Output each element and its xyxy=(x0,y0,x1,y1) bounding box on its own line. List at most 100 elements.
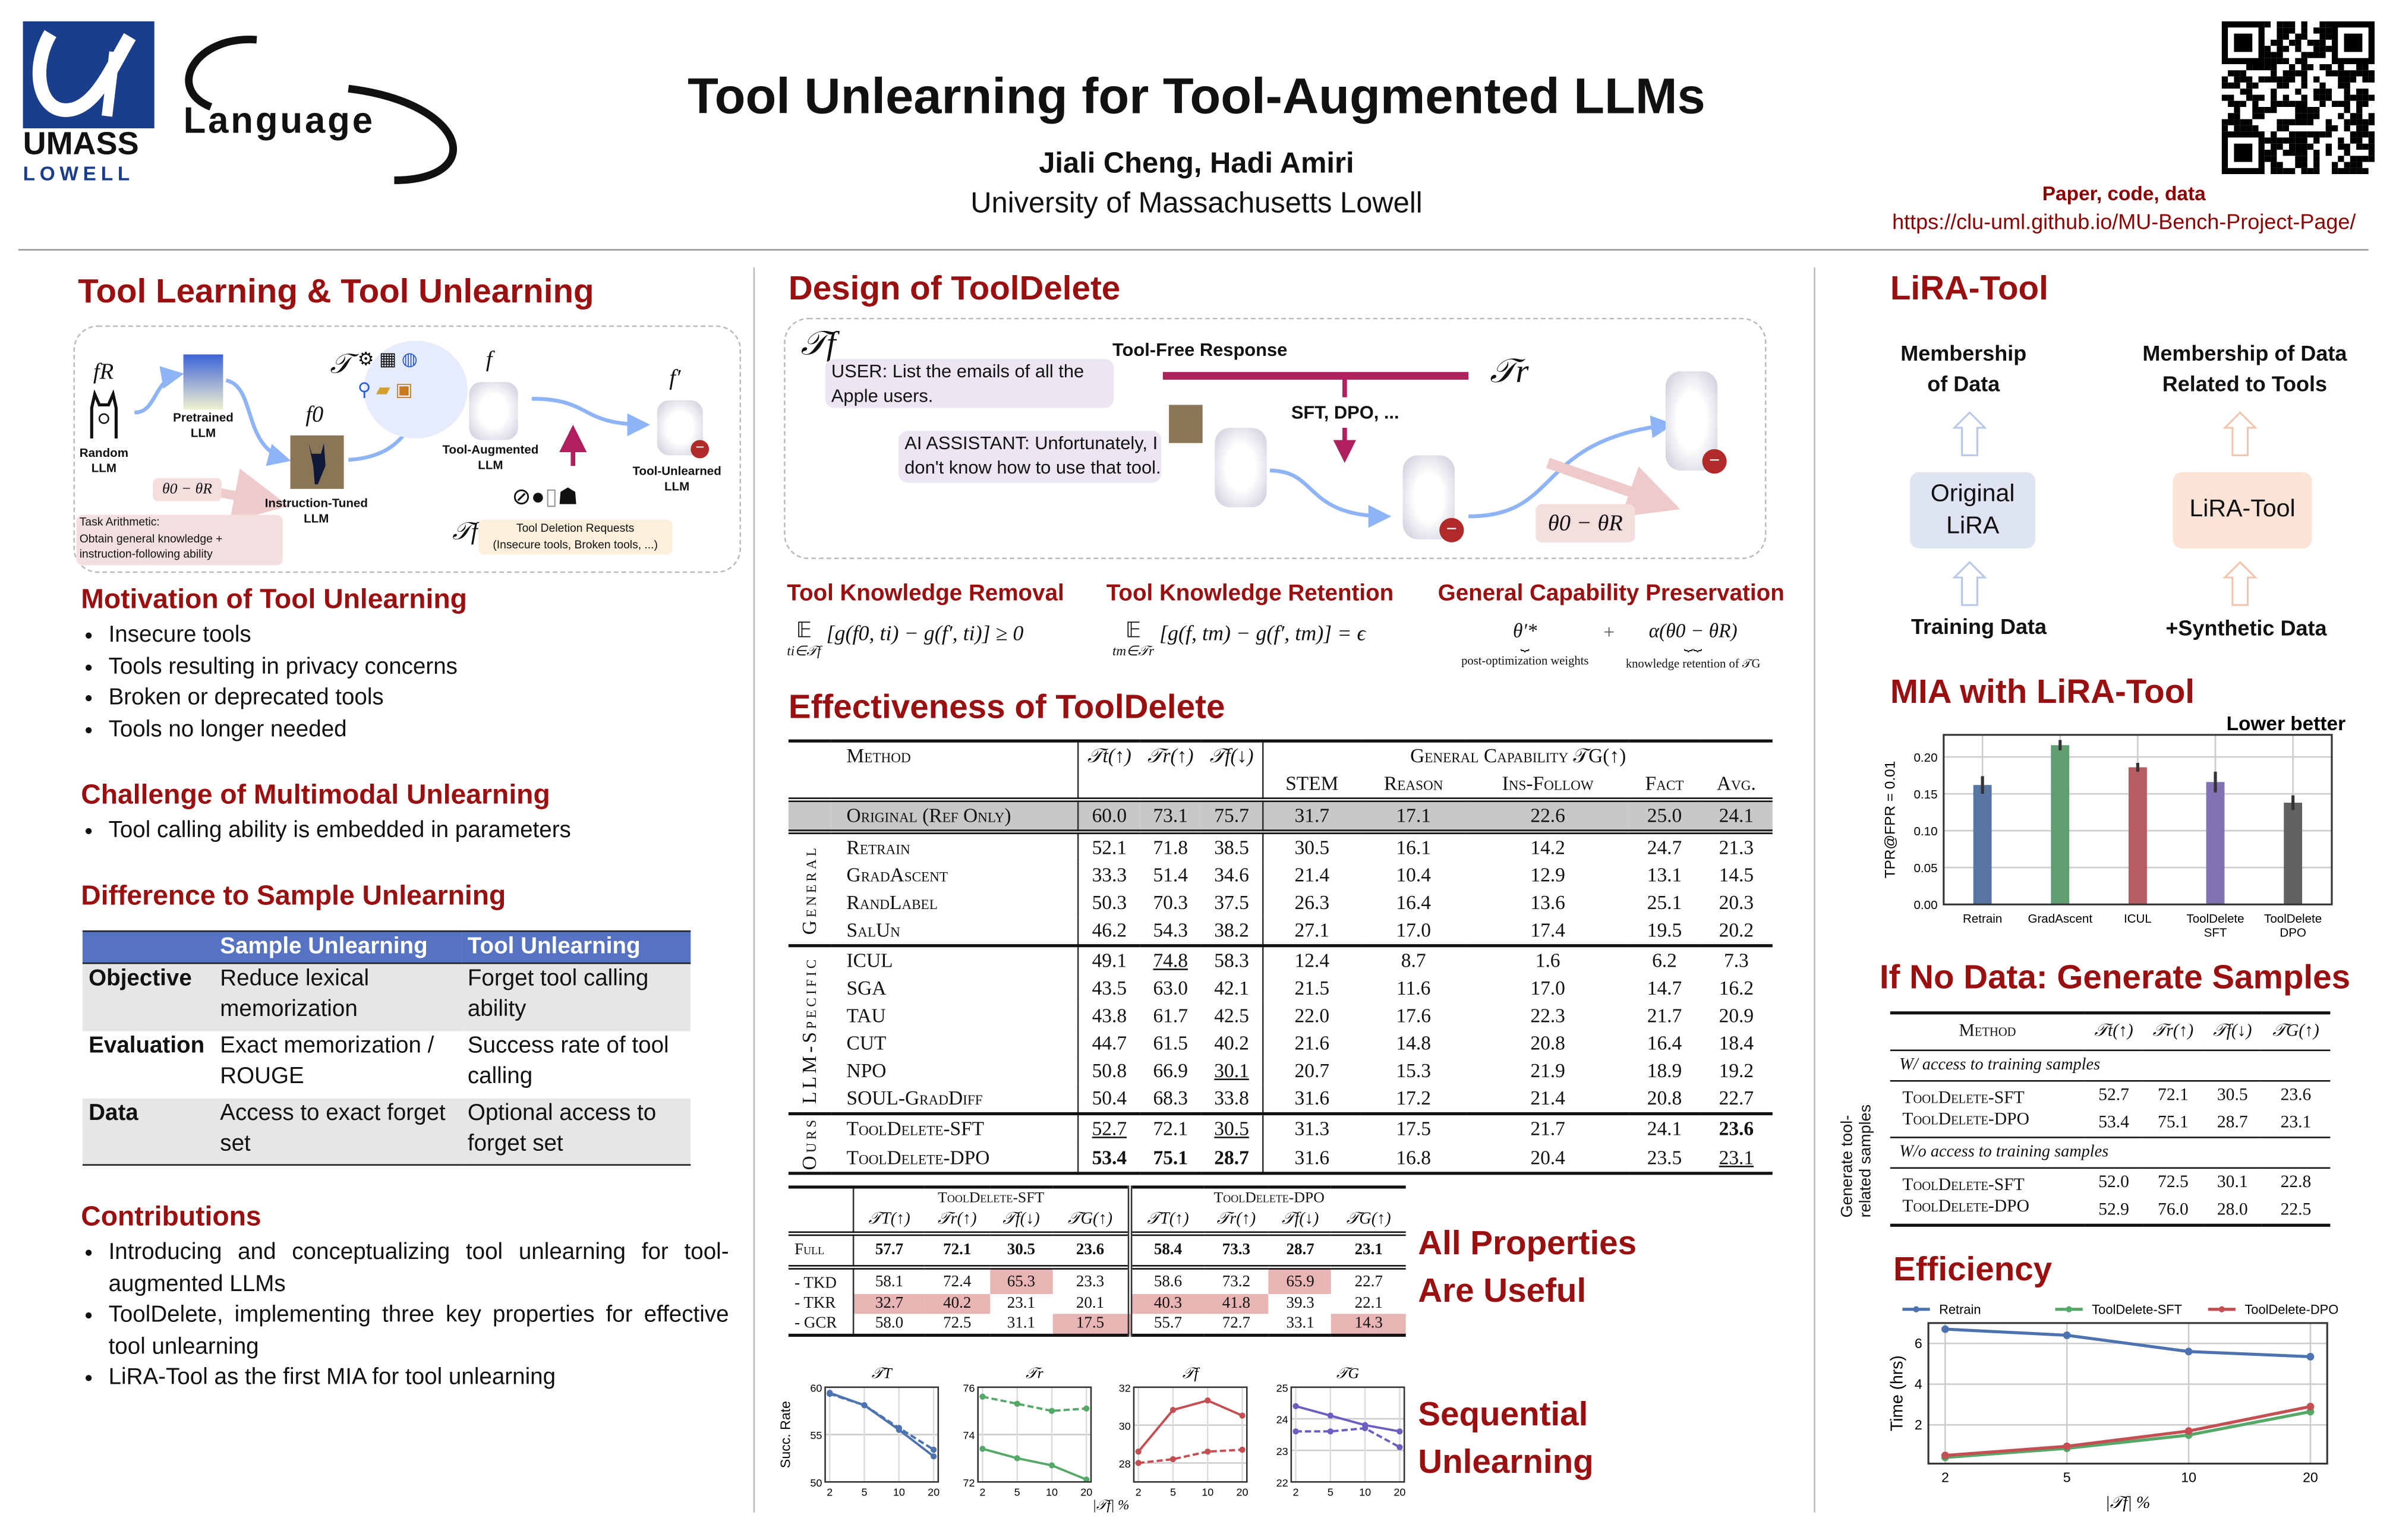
qr-module xyxy=(2252,100,2259,107)
qr-module xyxy=(2282,149,2289,156)
x-tick-label: 5 xyxy=(1328,1486,1333,1498)
column-header: 𝒯r(↑) xyxy=(1216,1210,1256,1229)
table-row: Objective Reduce lexical memorization Fo… xyxy=(82,963,691,1031)
qr-module xyxy=(2368,143,2375,150)
qr-module xyxy=(2295,131,2302,138)
design-tf-symbol: 𝒯f xyxy=(800,324,836,362)
pretrained-llm-image xyxy=(183,354,223,410)
qr-module xyxy=(2277,76,2283,83)
property-title: Tool Knowledge Removal xyxy=(787,580,1064,607)
property-title: General Capability Preservation xyxy=(1437,580,1785,607)
x-tick-label: 2 xyxy=(1941,1469,1949,1485)
qr-module xyxy=(2356,64,2363,71)
column-header: Fact xyxy=(1645,771,1684,795)
qr-code[interactable] xyxy=(2219,21,2379,175)
value-cell: 16.1 xyxy=(1396,835,1431,859)
qr-module xyxy=(2356,70,2363,77)
qr-module xyxy=(2362,143,2369,150)
value-cell: 71.8 xyxy=(1153,835,1188,859)
qr-module xyxy=(2282,100,2289,107)
data-point xyxy=(1169,1406,1177,1413)
qr-module xyxy=(2338,137,2344,144)
qr-module xyxy=(2301,149,2307,156)
x-tick-label: 20 xyxy=(1394,1486,1405,1498)
data-point xyxy=(979,1446,986,1452)
data-point xyxy=(1135,1449,1142,1455)
qr-module xyxy=(2295,89,2302,95)
qr-module xyxy=(2325,70,2332,77)
up-arrow-icon xyxy=(2222,411,2258,456)
qr-module xyxy=(2319,89,2326,95)
x-tick-label: 5 xyxy=(1014,1486,1020,1498)
value-cell: 75.1 xyxy=(1153,1145,1188,1169)
data-point xyxy=(1239,1446,1246,1453)
qr-module xyxy=(2264,76,2271,83)
unlearning-llm-image: − xyxy=(1402,455,1464,542)
x-tick-label: 10 xyxy=(1046,1486,1058,1498)
value-cell: 58.3 xyxy=(1214,948,1249,972)
value-cell: 19.5 xyxy=(1647,918,1682,941)
series-line-solid xyxy=(982,1447,1087,1481)
legend-label: ToolDelete-SFT xyxy=(2092,1302,2182,1317)
umass-logo: UMASS LOWELL xyxy=(23,21,155,185)
plot-frame xyxy=(1290,1386,1405,1483)
value-cell: 17.1 xyxy=(1396,803,1431,827)
panel-title: 𝒯f xyxy=(1183,1364,1201,1381)
qr-module xyxy=(2368,76,2375,83)
x-tick-label-line: GradAscent xyxy=(2028,912,2092,926)
qr-module xyxy=(2288,149,2296,156)
qr-module xyxy=(2350,94,2357,101)
qr-module xyxy=(2301,137,2307,144)
y-tick-label: 72 xyxy=(963,1477,975,1489)
x-tick-label-line: ToolDelete xyxy=(2186,912,2244,926)
value-cell: 18.9 xyxy=(1647,1058,1682,1082)
qr-module xyxy=(2313,76,2320,83)
x-tick-label: 20 xyxy=(1237,1486,1249,1498)
group-label-cell: LLM-Specific xyxy=(789,946,831,1114)
value-cell: 61.7 xyxy=(1153,1003,1188,1027)
data-point xyxy=(1169,1456,1177,1463)
plot-frame xyxy=(977,1386,1092,1483)
qr-module xyxy=(2246,64,2253,71)
qr-finder xyxy=(2344,33,2363,52)
data-point xyxy=(2306,1352,2315,1361)
qr-module xyxy=(2295,100,2302,107)
qr-module xyxy=(2356,156,2363,162)
column-header: 𝒯r(↑) xyxy=(1147,744,1194,767)
qr-module xyxy=(2221,119,2228,125)
value-cell: 40.2 xyxy=(1214,1031,1249,1055)
x-tick-label: 20 xyxy=(928,1486,940,1498)
qr-module xyxy=(2338,82,2344,89)
qr-module xyxy=(2271,58,2277,64)
y-tick-label: 6 xyxy=(1915,1336,1922,1351)
qr-module xyxy=(2325,64,2332,71)
qr-module xyxy=(2350,168,2357,175)
data-point xyxy=(2184,1348,2193,1356)
value-cell: 75.1 xyxy=(2158,1113,2189,1132)
value-cell: 46.2 xyxy=(1077,916,1140,946)
label-line: Membership of Data xyxy=(2142,340,2347,365)
property-title: Tool Knowledge Retention xyxy=(1106,580,1394,607)
design-figure xyxy=(784,317,1767,560)
qr-module xyxy=(2344,89,2350,95)
logo-umass-text: UMASS xyxy=(23,127,139,162)
panel-title: 𝒯r xyxy=(1026,1364,1044,1381)
project-url[interactable]: https://clu-uml.github.io/MU-Bench-Proje… xyxy=(1892,209,2356,234)
task-arithmetic-box: Task Arithmetic: Obtain general knowledg… xyxy=(76,515,283,566)
qr-module xyxy=(2288,137,2296,144)
qr-module xyxy=(2288,168,2296,175)
data-point xyxy=(1396,1444,1403,1450)
qr-module xyxy=(2344,106,2350,113)
group-header: ToolDelete-DPO xyxy=(1127,1186,1406,1208)
table-row: Evaluation Exact memorization / ROUGE Su… xyxy=(83,1030,691,1097)
value-cell: 30.5 xyxy=(1262,832,1361,862)
qr-module xyxy=(2295,33,2302,40)
label-line: LiRA xyxy=(1946,513,2000,539)
method-name: GradAscent xyxy=(846,863,948,886)
method-name: ToolDelete-DPO xyxy=(1902,1110,2029,1128)
tool-augmented-llm-image xyxy=(1215,427,1267,507)
